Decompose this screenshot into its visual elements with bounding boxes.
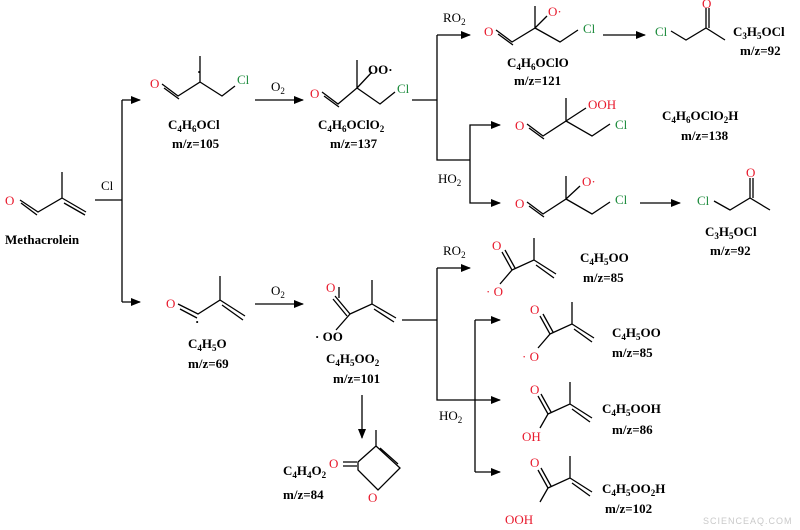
c4h6oclo2h-formula: C4H6OClO2H xyxy=(662,108,738,125)
c4h5oo-a-formula: C4H5OO xyxy=(580,250,629,267)
c4h4o2-mz: m/z=84 xyxy=(283,487,324,502)
c4h6oclo2-structure: O OO· Cl xyxy=(310,60,410,108)
svg-text:O: O xyxy=(530,455,539,470)
c4h4o2-formula: C4H4O2 xyxy=(283,463,327,480)
svg-text:O: O xyxy=(150,76,159,91)
methacrolein-structure: O xyxy=(5,172,87,216)
svg-text:O: O xyxy=(5,193,14,208)
reagent-cl: Cl xyxy=(101,178,114,193)
svg-text:·: · xyxy=(195,314,199,329)
c4h5oo2-structure: O · OO xyxy=(315,280,397,344)
c4h5o-structure: O · xyxy=(166,276,246,329)
c4h5o-mz: m/z=69 xyxy=(188,356,229,371)
svg-text:O: O xyxy=(329,456,338,471)
svg-text:Cl: Cl xyxy=(655,24,668,39)
svg-text:O·: O· xyxy=(582,174,596,189)
svg-text:O: O xyxy=(515,118,524,133)
svg-text:Cl: Cl xyxy=(583,21,596,36)
c4h5oo-a-structure: O · O xyxy=(486,238,557,299)
c4h6oclo2h-structure: O OOH Cl xyxy=(515,97,628,140)
c4h5ooh-structure: O OH xyxy=(522,382,593,444)
svg-text:OOH: OOH xyxy=(588,97,616,112)
c4h6oclo-mid-structure: O O· Cl xyxy=(515,174,628,218)
c4h5ooh-mz: m/z=86 xyxy=(612,422,653,437)
reagent-o2-bottom: O2 xyxy=(271,283,285,300)
reagent-ro2-top: RO2 xyxy=(443,10,466,27)
c4h5oo2h-mz: m/z=102 xyxy=(605,501,652,516)
svg-text:O: O xyxy=(492,238,501,253)
reagent-ho2-bottom: HO2 xyxy=(439,408,462,425)
c4h6ocl-structure: O · Cl xyxy=(150,56,250,100)
arrow-lower-ho2 xyxy=(474,320,500,472)
c4h5oo2h-structure: O OOH xyxy=(505,455,593,527)
svg-text:· O: · O xyxy=(486,284,503,299)
lower-branch-line xyxy=(402,268,475,401)
c3h5ocl-top-formula: C3H5OCl xyxy=(733,24,785,41)
c4h5oo-b-mz: m/z=85 xyxy=(612,345,653,360)
c3h5ocl-top-mz: m/z=92 xyxy=(740,43,781,58)
svg-text:O: O xyxy=(530,302,539,317)
c4h6oclo2-mz: m/z=137 xyxy=(330,136,378,151)
svg-text:Cl: Cl xyxy=(615,192,628,207)
svg-text:O: O xyxy=(326,280,335,295)
arrow-upper-ho2-b xyxy=(469,160,501,207)
c4h6oclo-structure: O O· Cl xyxy=(484,4,596,46)
c4h5oo-b-structure: O · O xyxy=(522,302,595,364)
svg-text:O: O xyxy=(530,382,539,397)
svg-text:O·: O· xyxy=(548,4,562,19)
watermark: SCIENCEAQ.COM xyxy=(703,516,793,526)
svg-text:· OO: · OO xyxy=(315,329,343,344)
cl-branch-line xyxy=(95,100,123,302)
c3h5ocl-mid-mz: m/z=92 xyxy=(710,243,751,258)
c3h5ocl-top-structure: Cl O xyxy=(655,0,726,41)
c4h4o2-structure: O O xyxy=(329,430,401,505)
c4h6oclo-formula: C4H6OClO xyxy=(507,55,569,72)
reaction-arrows xyxy=(95,31,681,476)
c4h6ocl-mz: m/z=105 xyxy=(172,136,220,151)
svg-text:Cl: Cl xyxy=(615,117,628,132)
svg-text:Cl: Cl xyxy=(697,193,710,208)
c4h5oo2h-formula: C4H5OO2H xyxy=(602,481,665,498)
c4h5ooh-formula: C4H5OOH xyxy=(602,401,661,418)
svg-text:Cl: Cl xyxy=(237,72,250,87)
c4h5o-formula: C4H5O xyxy=(188,336,227,353)
reagent-ro2-bottom: RO2 xyxy=(443,243,466,260)
svg-text:O: O xyxy=(368,490,377,505)
svg-text:O: O xyxy=(484,24,493,39)
svg-text:O: O xyxy=(166,296,175,311)
c4h5oo-a-mz: m/z=85 xyxy=(583,270,624,285)
methacrolein-name: Methacrolein xyxy=(5,232,80,247)
c3h5ocl-mid-formula: C3H5OCl xyxy=(705,224,757,241)
svg-text:·: · xyxy=(197,64,201,79)
upper-branch-line xyxy=(412,35,470,161)
c3h5ocl-mid-structure: Cl O xyxy=(697,165,771,211)
c4h5oo2-mz: m/z=101 xyxy=(333,371,380,386)
c4h6oclo2h-mz: m/z=138 xyxy=(681,128,729,143)
c4h5oo-b-formula: C4H5OO xyxy=(612,325,661,342)
svg-text:O: O xyxy=(310,86,319,101)
arrow-upper-ho2-a xyxy=(469,121,501,160)
svg-text:· O: · O xyxy=(522,349,539,364)
svg-text:O: O xyxy=(702,0,711,11)
svg-text:O: O xyxy=(746,165,755,180)
svg-text:O: O xyxy=(515,196,524,211)
svg-text:OH: OH xyxy=(522,429,541,444)
c4h6ocl-formula: C4H6OCl xyxy=(168,117,220,134)
svg-text:Cl: Cl xyxy=(397,81,410,96)
reagent-ho2-top: HO2 xyxy=(438,171,461,188)
c4h6oclo-mz: m/z=121 xyxy=(514,73,561,88)
c4h6oclo2-formula: C4H6OClO2 xyxy=(318,117,385,134)
svg-text:OO·: OO· xyxy=(368,62,393,77)
reagent-o2-top: O2 xyxy=(271,79,285,96)
svg-text:OOH: OOH xyxy=(505,512,533,527)
c4h5oo2-formula: C4H5OO2 xyxy=(326,351,380,368)
